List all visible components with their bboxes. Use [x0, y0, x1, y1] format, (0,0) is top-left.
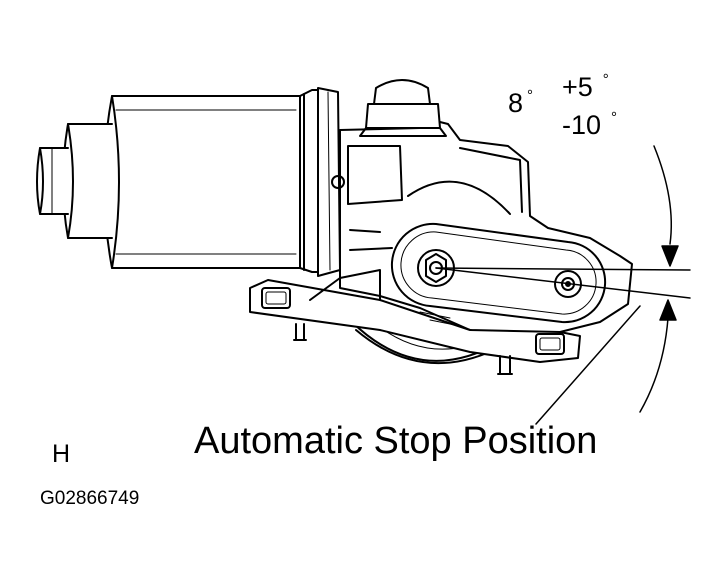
- connector-cap: [359, 79, 447, 137]
- crank-axis-line: [435, 267, 691, 299]
- reference-lines: [435, 267, 691, 299]
- horizontal-reference-line: [435, 267, 691, 271]
- arrow-up-icon: [659, 299, 677, 321]
- motor-flange: [317, 87, 341, 277]
- arrow-down-icon: [661, 245, 679, 267]
- motor-can: [103, 89, 319, 273]
- automatic-stop-position-caption: Automatic Stop Position: [194, 420, 598, 462]
- figure-code: G02866749: [40, 488, 140, 509]
- motor-end-cap: [36, 123, 113, 239]
- view-letter: H: [52, 440, 71, 468]
- mounting-bracket: [249, 269, 581, 375]
- minus-tolerance-label: -10°: [562, 109, 618, 140]
- plus-tolerance-label: +5°: [562, 71, 609, 102]
- nominal-angle-label: 8°: [508, 87, 534, 118]
- caption-leader-line: [535, 305, 641, 425]
- angle-arc: [639, 145, 679, 413]
